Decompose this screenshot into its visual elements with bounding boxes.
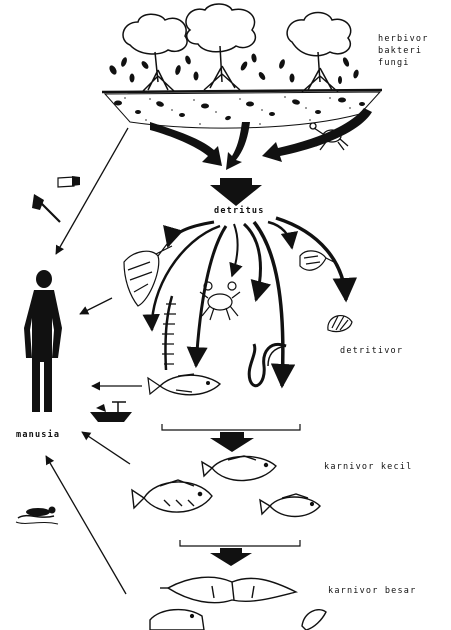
snapper-icon bbox=[201, 455, 277, 482]
label-bakteri: bakteri bbox=[378, 46, 423, 56]
litter-to-human-arrow bbox=[55, 127, 129, 255]
snapper-icon bbox=[149, 609, 205, 630]
snapper-icon bbox=[259, 493, 321, 518]
label-karnivor-besar: karnivor besar bbox=[328, 586, 417, 596]
label-detritus: detritus bbox=[214, 206, 265, 216]
crab-icon bbox=[199, 281, 241, 321]
label-karnivor-kecil: karnivor kecil bbox=[324, 462, 413, 472]
fish-icon bbox=[301, 608, 327, 630]
detritivore-to-small-carnivore-link bbox=[161, 424, 301, 452]
shrimp-to-human-arrow bbox=[79, 297, 113, 315]
snapper-icon bbox=[131, 479, 213, 513]
detritus-to-detritivore-arrows bbox=[142, 216, 358, 389]
axe-icon bbox=[32, 176, 80, 223]
large-carnivores bbox=[149, 576, 327, 630]
litter-to-detritus-arrows bbox=[150, 108, 372, 206]
shrimp-icon bbox=[123, 239, 173, 307]
label-detritivor: detritivor bbox=[340, 346, 404, 356]
label-herbivor: herbivor bbox=[378, 34, 429, 44]
small-carnivore-to-human-arrow bbox=[81, 431, 131, 465]
human-silhouette-icon bbox=[24, 270, 62, 412]
shell-icon bbox=[327, 314, 353, 333]
small-carnivores bbox=[131, 455, 321, 518]
mangrove-forest bbox=[101, 3, 383, 151]
boat-icon bbox=[90, 401, 132, 422]
litter-floor bbox=[101, 88, 383, 129]
detritivores bbox=[123, 239, 353, 396]
ray-icon bbox=[160, 576, 299, 604]
polychaete-worm-icon bbox=[162, 295, 176, 371]
large-carnivore-to-human-arrow bbox=[45, 455, 127, 595]
small-to-large-carnivore-link bbox=[179, 540, 301, 566]
label-manusia: manusia bbox=[16, 430, 61, 440]
swimmer-icon bbox=[15, 506, 59, 525]
eel-icon bbox=[247, 343, 287, 388]
mangrove-tree-icon bbox=[122, 3, 352, 93]
label-fungi: fungi bbox=[378, 58, 410, 68]
shrimp-icon bbox=[299, 250, 335, 271]
falling-leaves bbox=[109, 53, 359, 84]
fish-icon bbox=[147, 373, 222, 396]
